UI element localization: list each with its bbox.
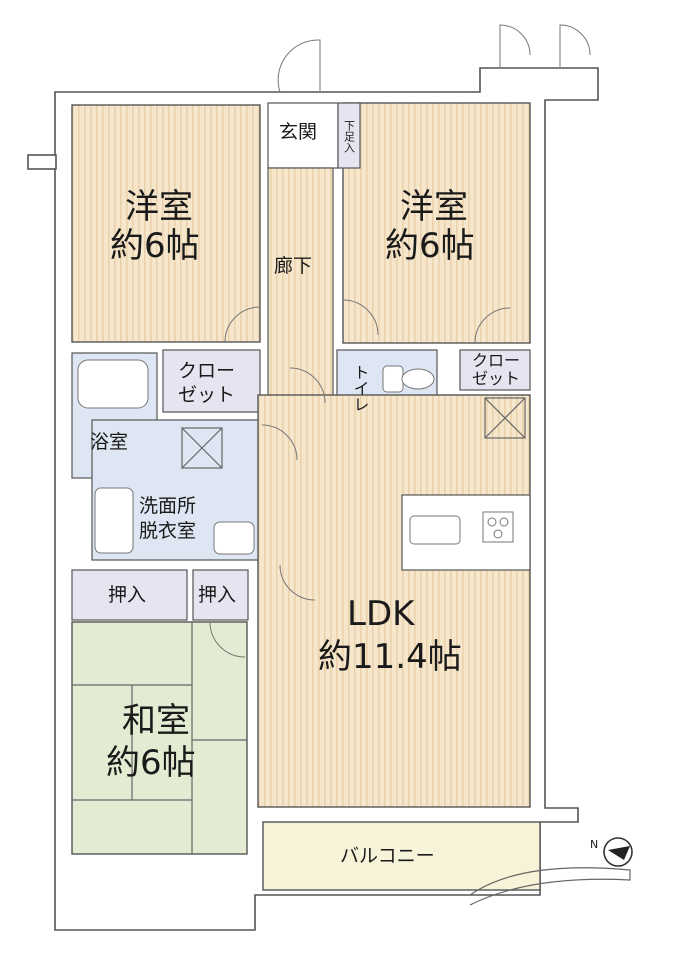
balcony-label: バルコニー xyxy=(340,845,435,867)
door-western1 xyxy=(224,306,261,343)
toilet-icon xyxy=(382,365,435,393)
sink-icon xyxy=(213,521,255,555)
japanese-name: 和室 xyxy=(122,701,190,741)
balcony-curve xyxy=(469,867,631,906)
western-room-2 xyxy=(342,102,531,344)
japanese-size: 約6帖 xyxy=(106,743,196,783)
stove-icon xyxy=(482,511,514,543)
ldk-area xyxy=(257,394,531,808)
ldk-duct-icon xyxy=(484,397,526,439)
japanese-room xyxy=(71,621,248,855)
shoe-storage-label: 下足入 xyxy=(343,120,356,153)
toilet-label: トイレ xyxy=(351,364,370,412)
hallway-label: 廊下 xyxy=(274,255,312,277)
western-room-1 xyxy=(71,104,261,343)
oshiire-left xyxy=(71,569,188,621)
door-washroom xyxy=(261,424,298,461)
western2-name: 洋室 xyxy=(400,187,468,227)
closet-right xyxy=(459,349,531,391)
door-toilet xyxy=(289,367,326,404)
wall-bump xyxy=(27,154,57,170)
washroom-line1: 洗面所 xyxy=(139,495,196,517)
bathroom-label: 浴室 xyxy=(90,431,128,453)
ldk-size: 約11.4帖 xyxy=(318,637,462,677)
closet-left xyxy=(162,349,261,413)
door-closet-right xyxy=(474,307,511,344)
compass-icon: N xyxy=(590,837,633,867)
entrance-label: 玄関 xyxy=(279,121,317,143)
bathtub-icon xyxy=(77,359,149,409)
washroom-cabinet xyxy=(94,487,134,554)
closet-right-line2: ゼット xyxy=(472,369,520,388)
entrance-area xyxy=(267,102,339,169)
washer-space-icon xyxy=(181,427,223,469)
closet-left-line2: ゼット xyxy=(178,384,235,406)
oshiire-left-label: 押入 xyxy=(108,584,146,606)
door-western2 xyxy=(342,299,379,336)
western2-size: 約6帖 xyxy=(385,226,475,266)
door-japanese xyxy=(209,621,246,658)
oshiire-right-label: 押入 xyxy=(198,584,236,606)
bay-door xyxy=(499,24,591,68)
closet-left-line1: クロー xyxy=(178,360,235,382)
balcony-area xyxy=(262,821,541,891)
tatami-lines xyxy=(72,622,247,854)
svg-text:N: N xyxy=(590,838,598,851)
entrance-door xyxy=(277,39,321,93)
western1-name: 洋室 xyxy=(125,187,193,227)
shoe-storage xyxy=(337,102,361,169)
western1-size: 約6帖 xyxy=(110,226,200,266)
closet-right-line1: クロー xyxy=(472,351,520,370)
door-ldk xyxy=(279,564,316,601)
oshiire-right xyxy=(192,569,249,621)
kitchen-sink-icon xyxy=(409,515,461,545)
washroom-line2: 脱衣室 xyxy=(139,520,196,542)
ldk-name: LDK xyxy=(347,594,416,634)
